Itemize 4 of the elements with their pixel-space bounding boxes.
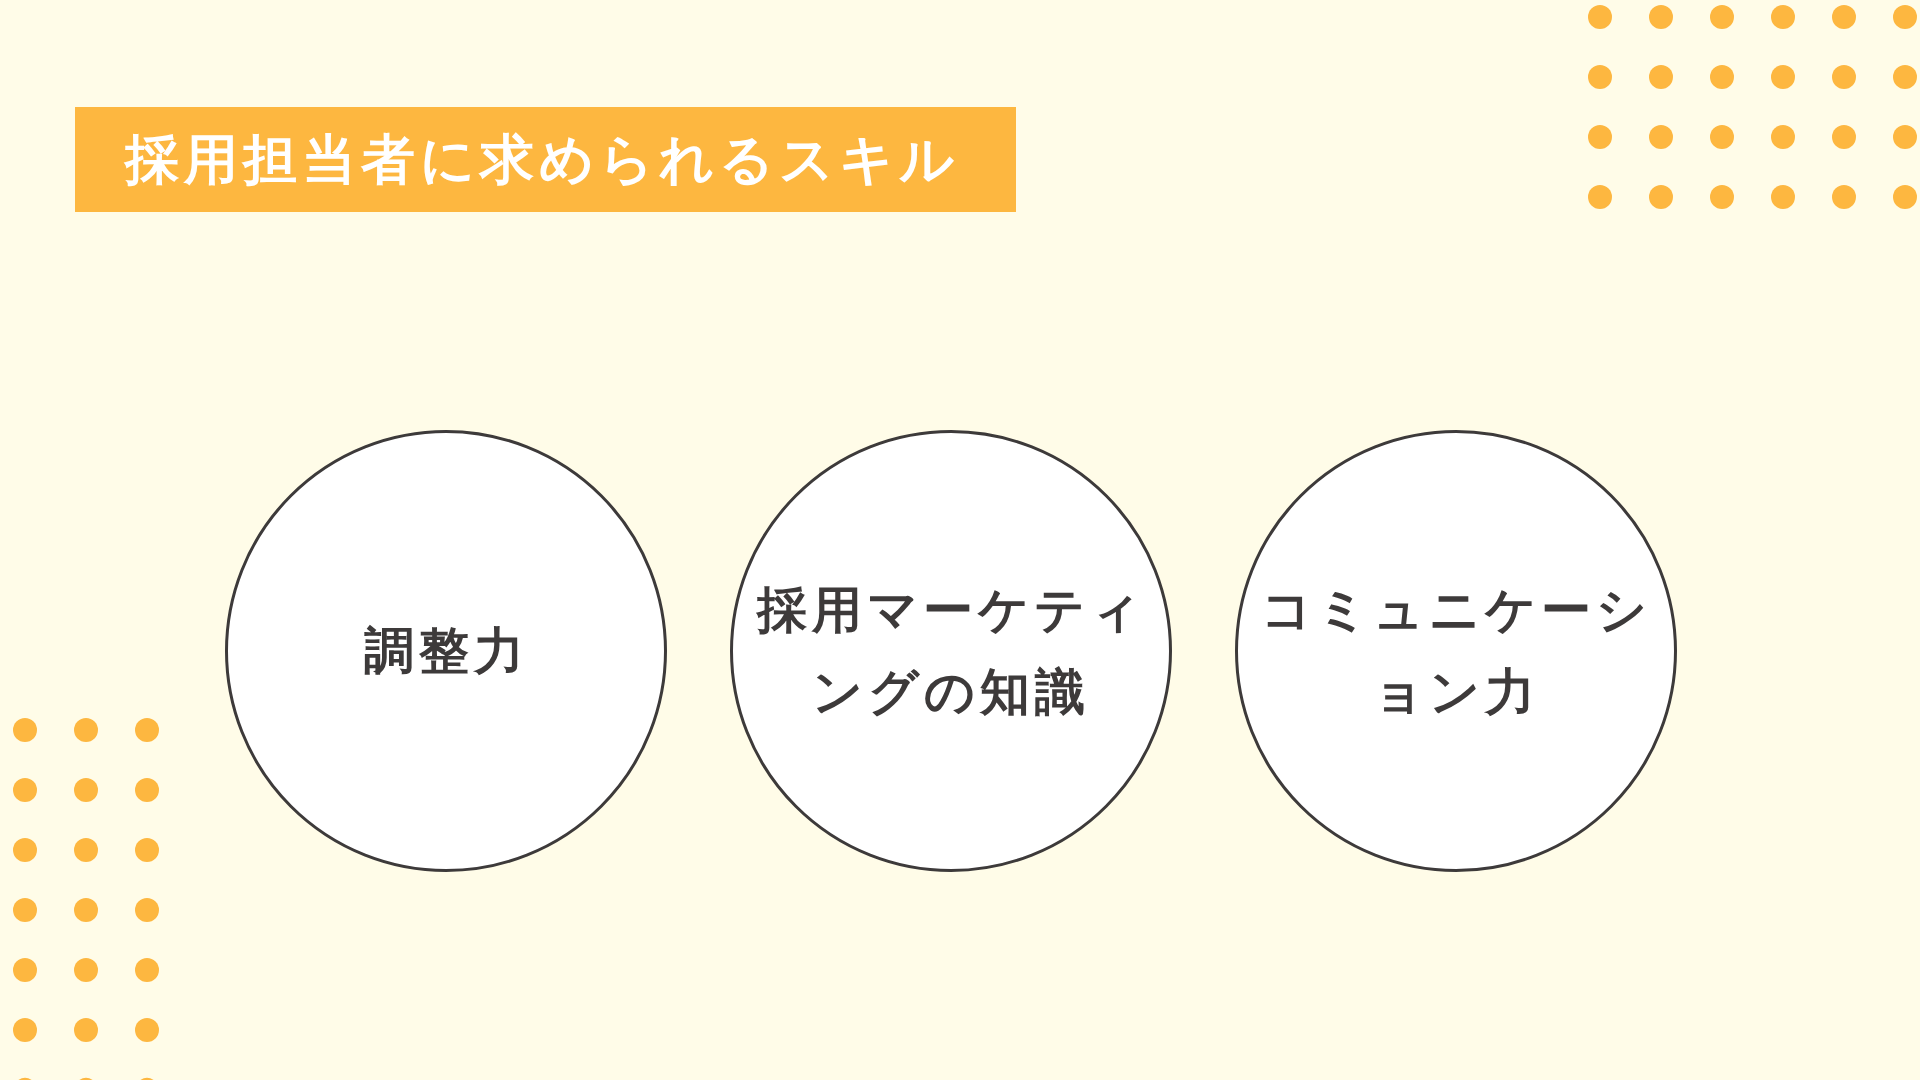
skill-label: コミュニケーション力 (1259, 580, 1653, 723)
skill-label: 採用マーケティングの知識 (755, 580, 1147, 723)
title-banner: 採用担当者に求められるスキル (75, 107, 1016, 212)
skill-label: 調整力 (362, 621, 530, 682)
